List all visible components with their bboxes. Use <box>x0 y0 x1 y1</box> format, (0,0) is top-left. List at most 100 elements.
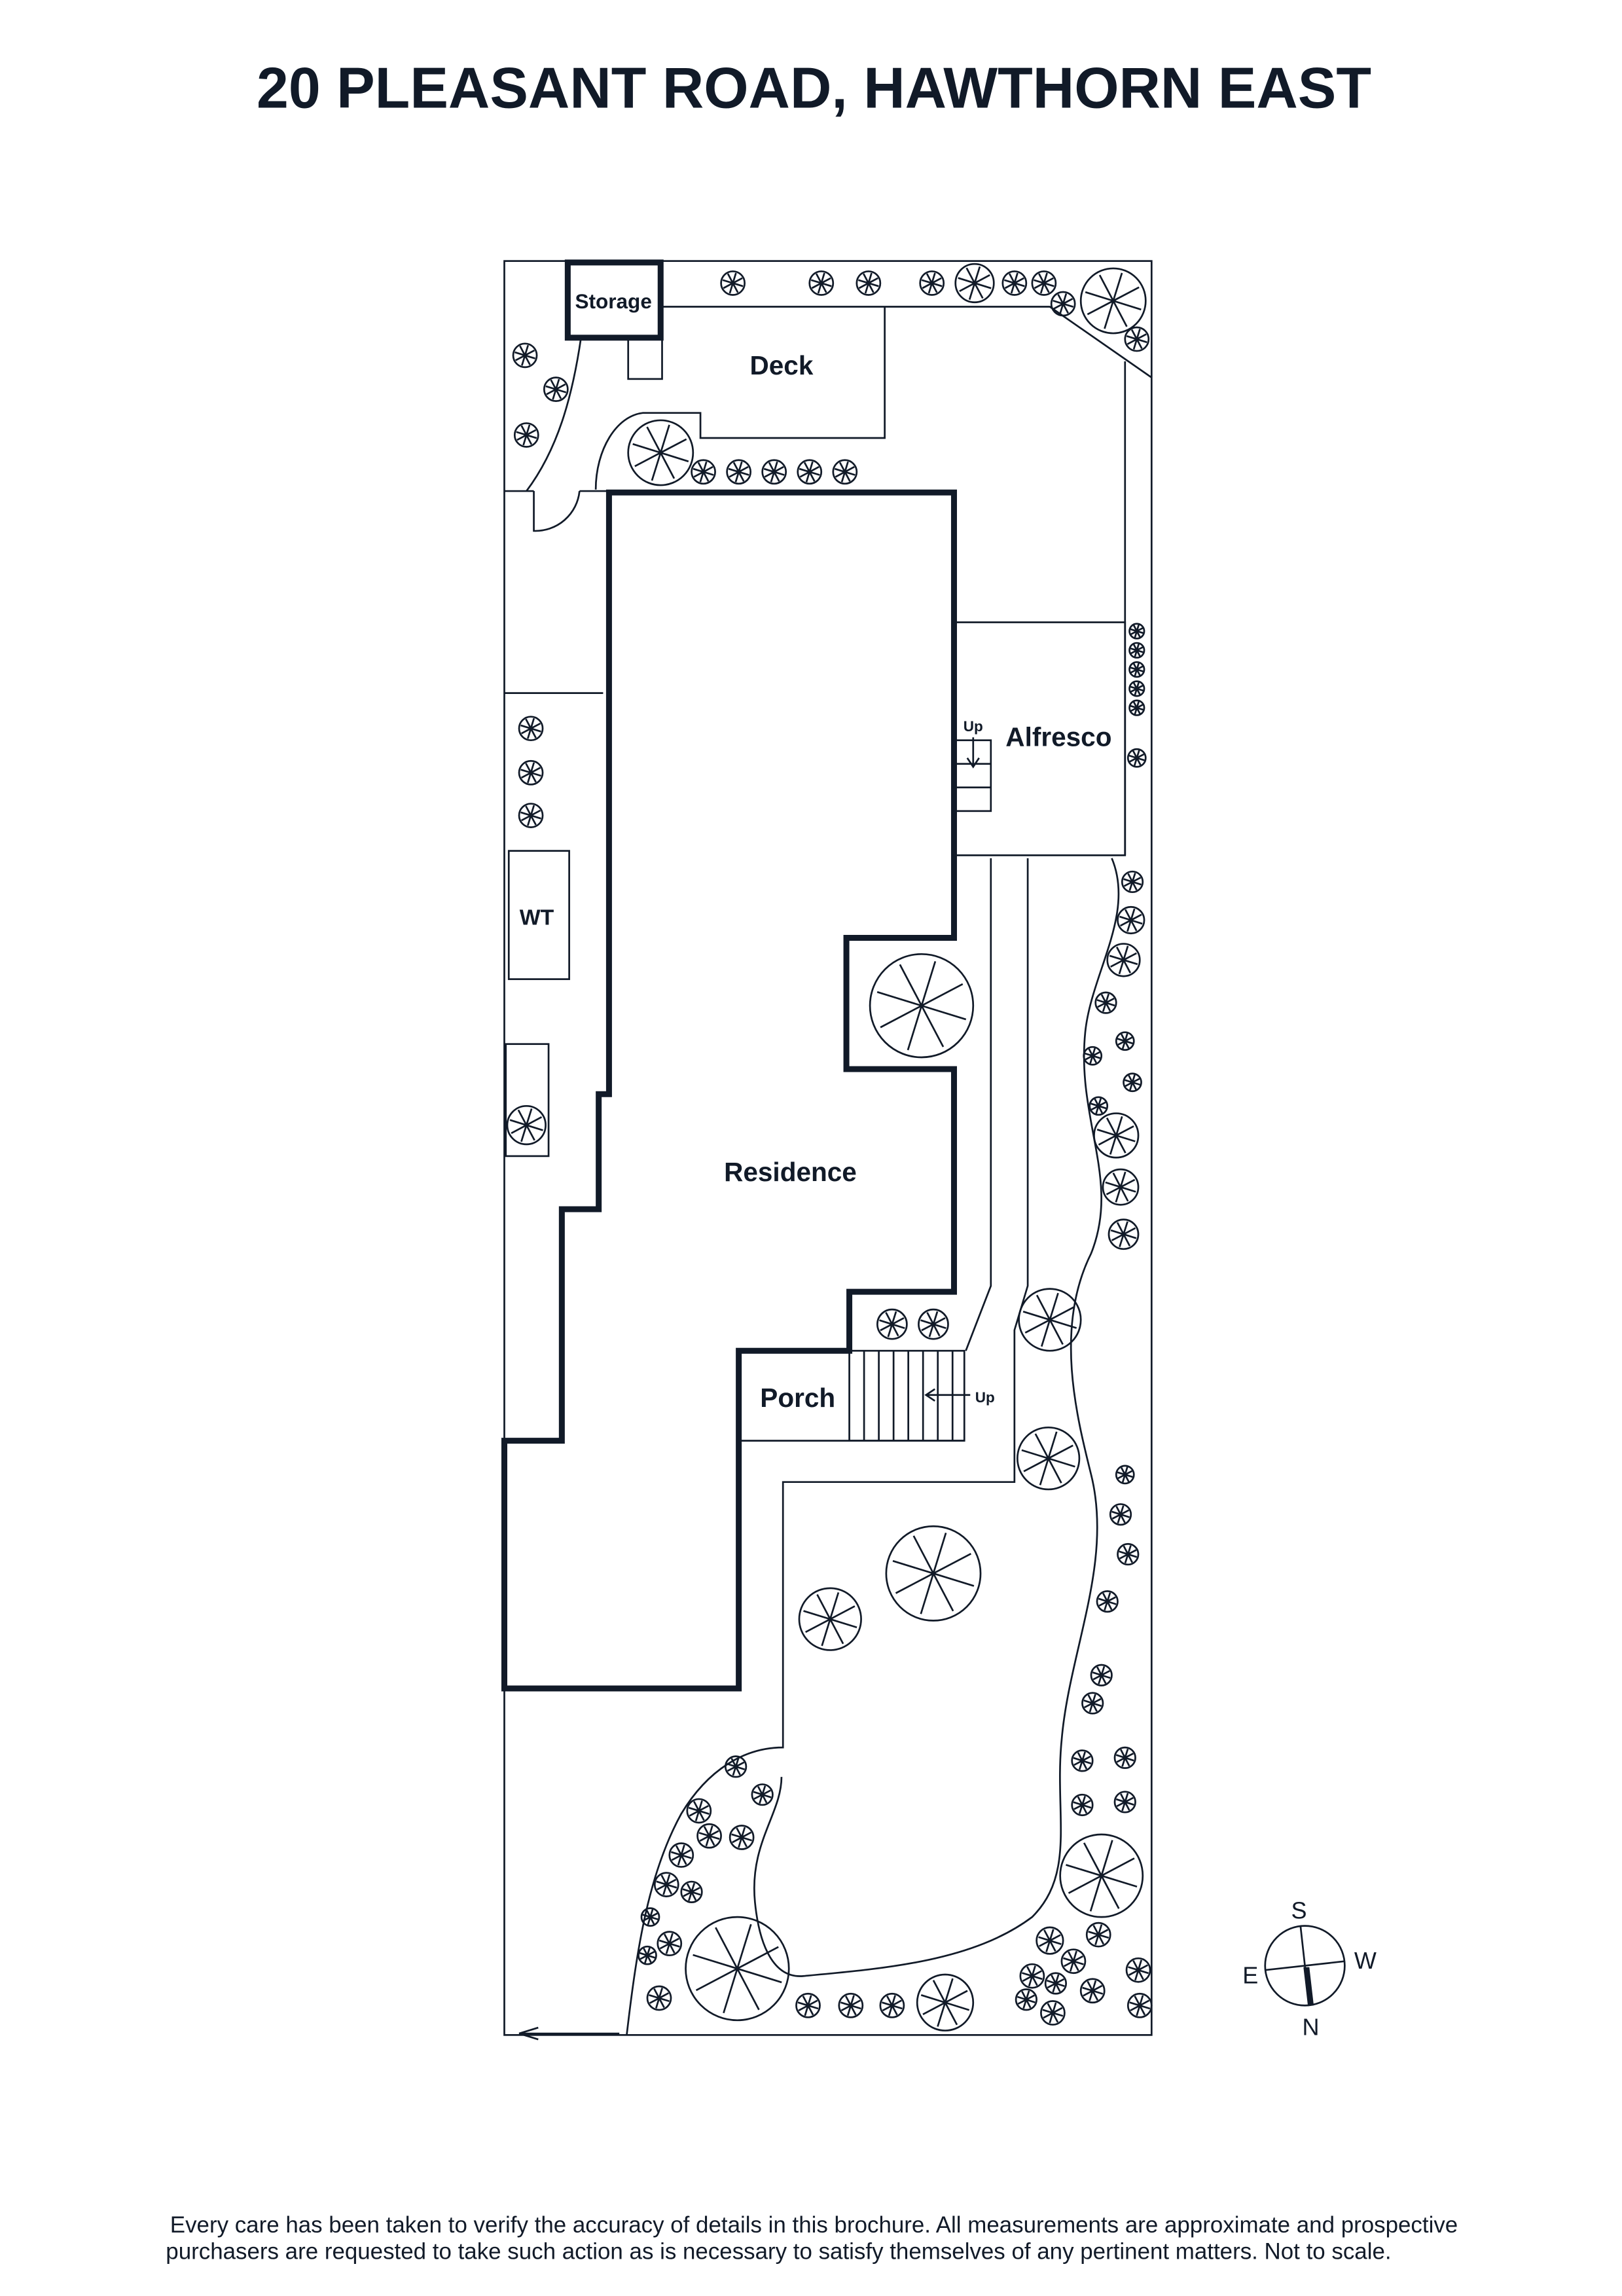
tree-icon <box>657 1931 683 1957</box>
tree-icon <box>1128 623 1145 640</box>
room-label-wt: WT <box>520 905 554 930</box>
tree-icon <box>1093 1112 1140 1159</box>
tree-icon <box>720 270 746 296</box>
tree-branches <box>879 1311 905 1338</box>
disclaimer-line-1: Every care has been taken to verify the … <box>170 2212 1458 2238</box>
wt-outline <box>507 850 570 980</box>
tree-branches <box>722 272 744 294</box>
tree-branches <box>642 1909 658 1925</box>
deck-outline <box>594 306 1153 490</box>
tree-branches <box>1038 1929 1062 1952</box>
tree-icon <box>1123 1072 1142 1093</box>
tree-icon <box>832 459 858 485</box>
tree-icon <box>916 1973 975 2032</box>
room-label-porch: Porch <box>760 1383 835 1413</box>
compass: S W E N <box>1242 1897 1377 2040</box>
tree-branches <box>1082 1980 1104 2001</box>
tree-icon <box>518 716 544 742</box>
tree-icon <box>808 270 835 296</box>
trees <box>506 263 1153 2032</box>
storage-step <box>627 337 663 380</box>
left-path-curve <box>526 337 582 492</box>
tree-branches <box>1021 1965 1043 1987</box>
driveway-lines <box>626 858 1029 2035</box>
tree-icon <box>1079 1978 1106 2004</box>
tree-icon <box>1126 1992 1153 2018</box>
tree-icon <box>1071 1749 1094 1772</box>
tree-branches <box>658 1933 680 1954</box>
tree-icon <box>1085 1922 1111 1948</box>
tree-branches <box>545 378 567 400</box>
tree-icon <box>1089 1096 1109 1116</box>
tree-branches <box>1109 945 1138 975</box>
tree-icon <box>1128 642 1145 659</box>
tree-icon <box>879 1992 905 2018</box>
tree-icon <box>876 1308 908 1340</box>
tree-icon <box>543 376 569 403</box>
tree-icon <box>869 953 975 1059</box>
tree-branches <box>639 1947 656 1963</box>
tree-icon <box>640 1907 660 1927</box>
tree-branches <box>803 1592 857 1647</box>
tree-branches <box>1096 993 1115 1012</box>
tree-icon <box>638 1945 657 1965</box>
tree-branches <box>731 1827 753 1848</box>
tree-branches <box>1088 1924 1109 1946</box>
tree-icon <box>856 270 882 296</box>
tree-branches <box>920 1311 946 1338</box>
tree-icon <box>726 459 752 485</box>
tree-branches <box>1105 1171 1136 1203</box>
tree-branches <box>1130 682 1144 695</box>
tree-icon <box>1117 1542 1140 1566</box>
tree-branches <box>649 1988 670 2009</box>
tree-icon <box>1102 1168 1140 1206</box>
tree-branches <box>520 762 541 784</box>
compass-n: N <box>1303 2013 1320 2040</box>
tree-branches <box>1096 1116 1136 1155</box>
tree-icon <box>506 1104 547 1146</box>
tree-icon <box>797 459 823 485</box>
plan-drawing <box>501 259 1153 2041</box>
tree-branches <box>520 805 541 826</box>
tree-icon <box>512 342 538 369</box>
tree-branches <box>1111 1505 1130 1524</box>
tree-icon <box>518 803 544 828</box>
tree-icon <box>1115 1031 1135 1051</box>
tree-icon <box>1109 1503 1132 1526</box>
tree-branches <box>857 272 879 294</box>
tree-icon <box>751 1783 774 1806</box>
tree-branches <box>1021 1431 1075 1485</box>
tree-icon <box>1096 1590 1119 1613</box>
tree-icon <box>1128 661 1145 678</box>
tree-icon <box>1113 1791 1136 1813</box>
tree-icon <box>685 1916 790 2022</box>
tree-branches <box>1128 750 1145 766</box>
tree-branches <box>1042 2002 1064 2024</box>
tree-icon <box>1015 1988 1037 2011</box>
tree-icon <box>518 759 544 786</box>
garden-bed-edge <box>753 858 1120 1977</box>
tree-icon <box>1083 1046 1103 1066</box>
tree-icon <box>1094 991 1117 1014</box>
tree-icon <box>1031 270 1057 296</box>
tree-branches <box>892 1532 975 1614</box>
tree-branches <box>516 424 537 446</box>
tree-branches <box>693 1923 782 2014</box>
compass-e: E <box>1242 1961 1258 1988</box>
tree-branches <box>1129 1995 1151 2016</box>
tree-branches <box>1130 644 1144 657</box>
tree-branches <box>656 1874 677 1895</box>
tree-icon <box>1016 1426 1081 1491</box>
tree-icon <box>668 1842 694 1868</box>
tree-icon <box>1081 1692 1104 1715</box>
tree-branches <box>1022 1292 1077 1347</box>
tree-branches <box>881 1995 903 2016</box>
tree-branches <box>728 461 749 483</box>
disclaimer-line-2: purchasers are requested to take such ac… <box>166 2239 1391 2265</box>
tree-icon <box>1124 326 1150 352</box>
room-label-storage: Storage <box>575 289 652 313</box>
tree-icon <box>1036 1926 1064 1955</box>
tree-icon <box>729 1825 755 1850</box>
tree-branches <box>682 1882 701 1901</box>
north-pointer <box>1303 1967 1314 2006</box>
